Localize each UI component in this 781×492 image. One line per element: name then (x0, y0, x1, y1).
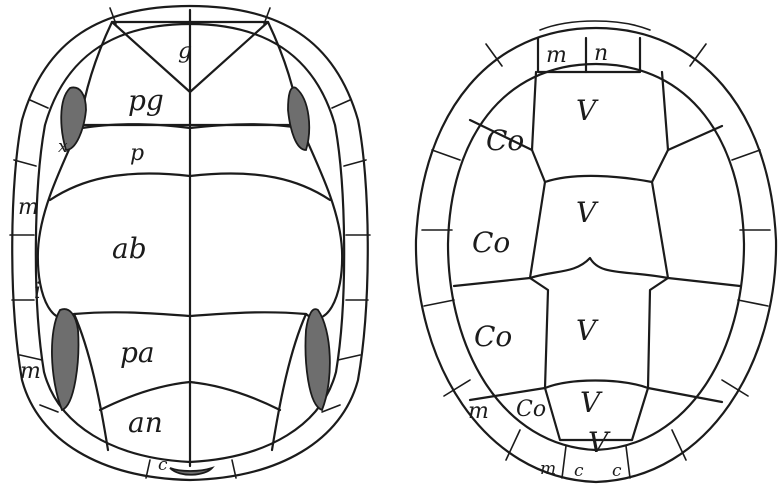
label-vertebral-4: V (580, 386, 603, 419)
label-abdominal: ab (112, 232, 147, 265)
costal-seams-left (454, 120, 545, 400)
label-vertebral-5: V (588, 426, 611, 459)
plastron-diagram: g pg p ab m i x m pa an c (10, 6, 370, 480)
label-costal-1: Co (486, 124, 524, 157)
label-axillary: x (58, 137, 68, 157)
label-costal-3: Co (474, 320, 512, 353)
axillary-notch-right (288, 87, 309, 150)
label-caudal-1: c (574, 461, 584, 481)
label-pectoral-gular: pg (128, 84, 164, 117)
label-marginal-lower-left: m (468, 399, 489, 424)
costal-seams-right (648, 126, 740, 402)
plastron-left-edge (38, 125, 108, 450)
label-costal-4: Co (516, 397, 546, 422)
label-anal: an (128, 406, 163, 439)
plastron-right-edge (272, 125, 342, 450)
label-marginal-lower: m (20, 359, 41, 384)
label-vertebral-2: V (576, 196, 599, 229)
carapace-diagram: m n V Co V Co V Co V Co V m m c c (416, 21, 776, 482)
label-caudal-2: c (612, 461, 622, 481)
label-inframarginal: i (34, 279, 41, 304)
label-caudal: c (158, 455, 168, 475)
label-marginal-top: m (546, 43, 567, 68)
inguinal-notch-right (306, 309, 330, 410)
label-gular: g (178, 39, 192, 64)
vertebral-seam-1 (545, 176, 652, 182)
label-vertebral-1: V (576, 94, 599, 127)
vertebral-seam-2 (530, 258, 668, 278)
label-costal-2: Co (472, 226, 510, 259)
label-pelvic-abdominal: pa (120, 336, 155, 369)
label-pectoral: p (130, 141, 144, 166)
vertebral-column (530, 72, 668, 440)
caudal-notch (170, 468, 212, 475)
label-vertebral-3: V (576, 314, 599, 347)
label-marginal-bottom: m (540, 459, 556, 479)
label-nuchal: n (594, 41, 608, 66)
inguinal-notch-left (52, 309, 78, 410)
label-marginal-upper: m (18, 195, 39, 220)
